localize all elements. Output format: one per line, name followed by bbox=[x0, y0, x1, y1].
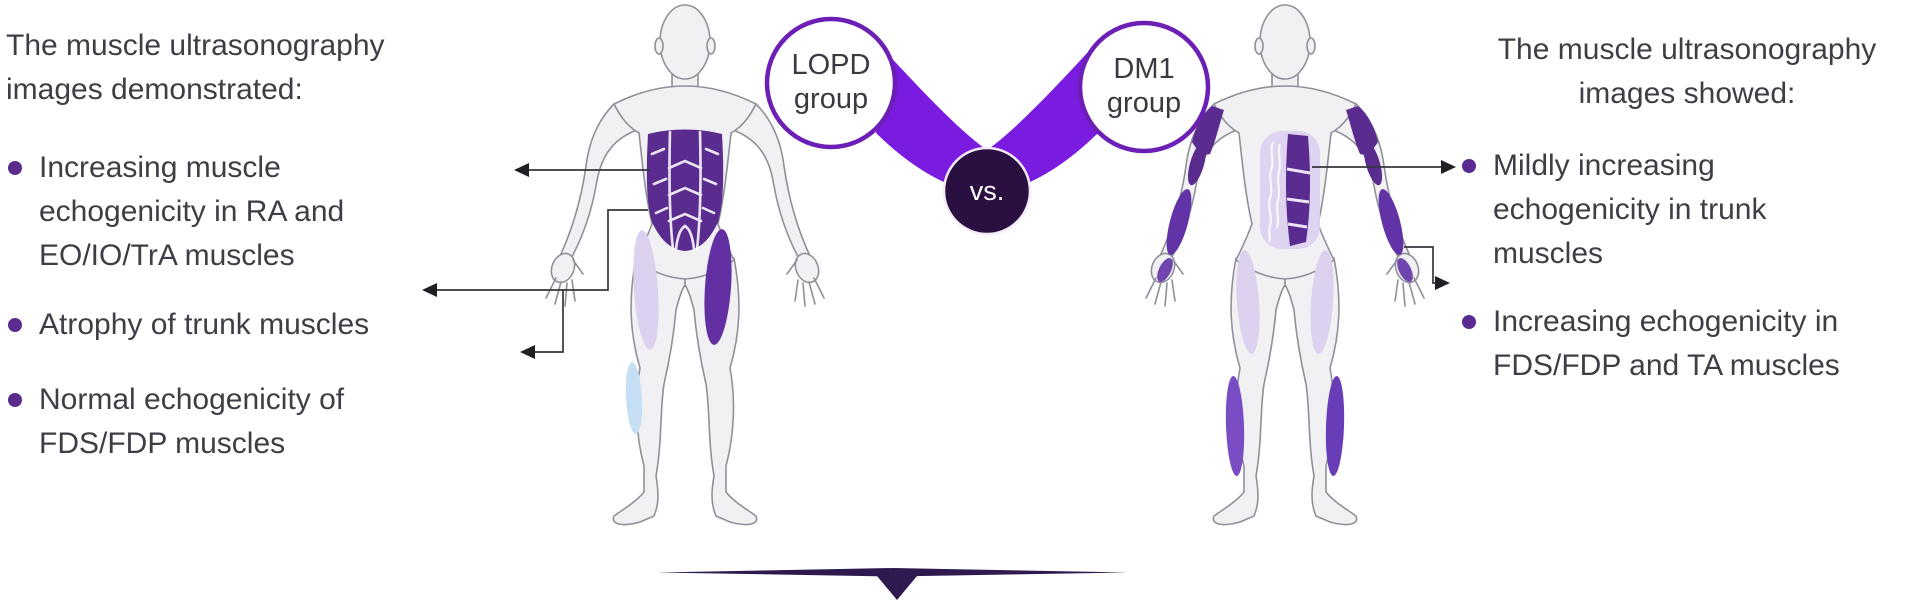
arrowhead-icon bbox=[520, 345, 535, 359]
left-bullet-3-text: Normal echogenicity of FDS/FDP muscles bbox=[39, 383, 345, 460]
arrowhead-icon bbox=[514, 163, 529, 177]
bottom-divider-line bbox=[657, 568, 1128, 577]
left-bullet-1-text: Increasing muscle echogenicity in RA and… bbox=[39, 151, 345, 272]
right-calf-muscle bbox=[1325, 376, 1345, 476]
head bbox=[1259, 4, 1311, 80]
lopd-body-figure bbox=[545, 4, 825, 526]
head bbox=[659, 4, 711, 80]
left-leg bbox=[1212, 257, 1286, 526]
right-bullet-2-text: Increasing echogenicity in FDS/FDP and T… bbox=[1493, 305, 1840, 382]
left-panel-title: The muscle ultrasonography images demons… bbox=[6, 29, 385, 106]
right-thigh-muscle bbox=[704, 229, 732, 345]
left-bullet-3: Normal echogenicity of FDS/FDP muscles bbox=[8, 378, 428, 466]
arrowhead-icon bbox=[1441, 160, 1456, 174]
vs-ribbon bbox=[876, 52, 1098, 196]
left-thigh-muscle-mild bbox=[1236, 250, 1260, 354]
bottom-divider-arrow-icon bbox=[872, 570, 922, 600]
right-leg bbox=[684, 257, 758, 526]
dm1-group-circle bbox=[1077, 20, 1211, 154]
abdominal-muscles-highlight bbox=[646, 129, 724, 251]
left-hand bbox=[550, 252, 576, 284]
lopd-group-label: LOPD group bbox=[791, 49, 871, 115]
dm1-body-figure bbox=[1145, 4, 1425, 526]
right-ear bbox=[1306, 37, 1316, 55]
arrowhead-icon bbox=[1435, 276, 1450, 290]
right-panel-title: The muscle ultrasonography images showed… bbox=[1497, 33, 1877, 110]
right-hand bbox=[794, 252, 820, 284]
comparison-graphic bbox=[764, 16, 1211, 236]
vs-circle bbox=[942, 146, 1032, 236]
right-leg bbox=[1284, 257, 1358, 526]
left-calf-muscle bbox=[1225, 376, 1245, 476]
left-arm bbox=[559, 103, 638, 265]
left-bullet-2: Atrophy of trunk muscles bbox=[8, 303, 428, 347]
vs-label: vs. bbox=[969, 176, 1005, 206]
left-shin-muscle-mild bbox=[625, 362, 643, 434]
left-bullet-2-text: Atrophy of trunk muscles bbox=[39, 308, 370, 341]
bullet-dot-icon bbox=[8, 318, 22, 332]
right-bullet-1-text: Mildly increasing echogenicity in trunk … bbox=[1493, 149, 1767, 270]
arrowhead-icon bbox=[422, 283, 437, 297]
left-ear bbox=[1254, 37, 1264, 55]
lopd-group-circle bbox=[764, 16, 898, 150]
bullet-dot-icon bbox=[8, 393, 22, 407]
right-bullet-1: Mildly increasing echogenicity in trunk … bbox=[1462, 144, 1902, 276]
left-ear bbox=[654, 37, 664, 55]
dm1-group-label: DM1 group bbox=[1106, 53, 1182, 119]
right-bullet-2: Increasing echogenicity in FDS/FDP and T… bbox=[1462, 300, 1912, 388]
bullet-dot-icon bbox=[1462, 315, 1476, 329]
right-thigh-muscle-mild bbox=[1310, 250, 1334, 354]
right-ear bbox=[706, 37, 716, 55]
upper-arm-muscles-highlight bbox=[1187, 106, 1383, 186]
trunk-muscles-highlight bbox=[1260, 131, 1320, 249]
bullet-dot-icon bbox=[8, 161, 22, 175]
left-bullet-1: Increasing muscle echogenicity in RA and… bbox=[8, 146, 428, 278]
bullet-dot-icon bbox=[1462, 159, 1476, 173]
